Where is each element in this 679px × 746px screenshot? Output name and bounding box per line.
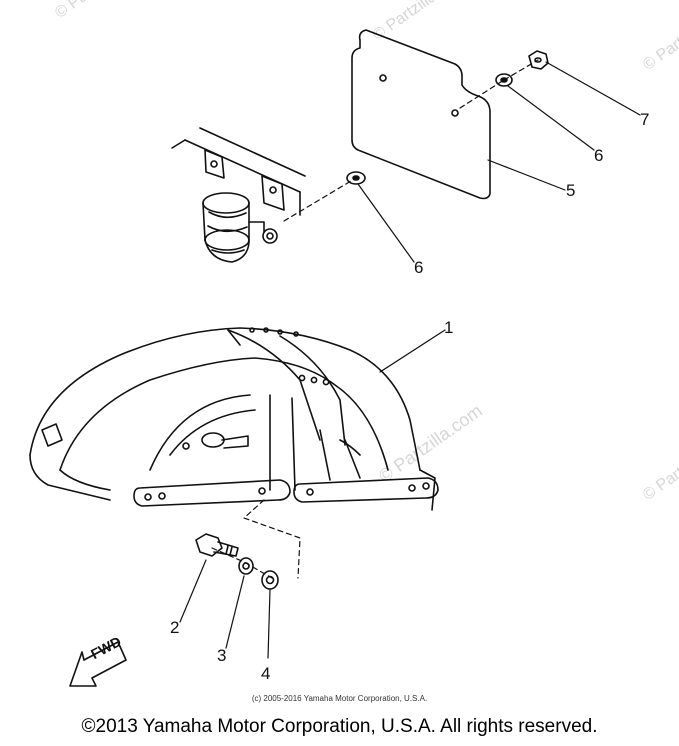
callout-5: 5 <box>566 181 576 200</box>
callout-4: 4 <box>261 664 271 683</box>
footer-copyright: ©2013 Yamaha Motor Corporation, U.S.A. A… <box>81 716 598 737</box>
leader-6b <box>357 183 415 263</box>
assembly-line-upper <box>283 59 539 222</box>
callout-2: 2 <box>170 618 180 637</box>
leader-4 <box>267 589 271 659</box>
bolt-part-2 <box>195 533 239 557</box>
leader-5 <box>487 159 566 191</box>
leader-1 <box>379 329 446 373</box>
fender-part-1 <box>29 327 439 511</box>
callout-7: 7 <box>640 110 650 129</box>
leader-7 <box>545 61 641 116</box>
assembly-line-lower <box>243 499 301 579</box>
callout-6-upper: 6 <box>594 146 604 165</box>
callout-6-lower: 6 <box>414 258 424 277</box>
washer-part-4 <box>261 570 279 590</box>
leader-6a <box>507 85 595 151</box>
leader-3 <box>225 575 245 649</box>
plate-part-5 <box>351 29 491 200</box>
fwd-arrow-icon <box>69 641 127 687</box>
callout-3: 3 <box>217 646 227 665</box>
callout-1: 1 <box>444 318 454 337</box>
reservoir-unit <box>202 192 278 263</box>
leader-2 <box>179 559 207 623</box>
diagram-copyright: (c) 2005-2016 Yamaha Motor Corporation, … <box>251 694 428 703</box>
washer-part-3 <box>238 557 254 575</box>
frame-bracket <box>171 127 306 216</box>
